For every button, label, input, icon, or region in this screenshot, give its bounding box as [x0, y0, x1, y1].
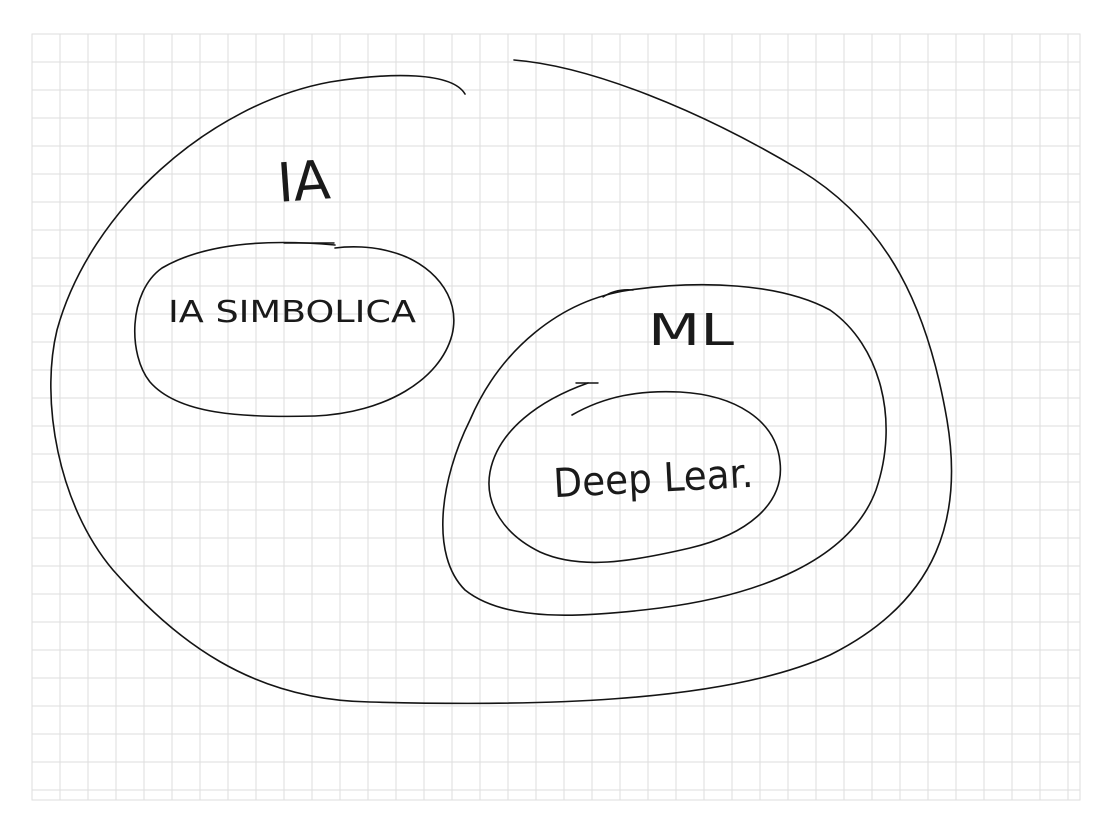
- deep-learning-set-outline: [488, 382, 782, 564]
- ia-simbolica-label: IA SIMBOLICA: [168, 295, 417, 330]
- deep-learning-label: Deep Lear.: [552, 451, 754, 507]
- ia-label: IA: [275, 148, 332, 215]
- ia-simbolica-set-outline: [134, 241, 455, 418]
- grid-lines: [31, 33, 1081, 801]
- grid-border: [31, 33, 1081, 801]
- ml-stroke-start: [602, 289, 634, 298]
- ml-label: ML: [648, 305, 735, 356]
- ia-set-outline: [50, 59, 953, 705]
- ml-set-outline: [442, 283, 887, 616]
